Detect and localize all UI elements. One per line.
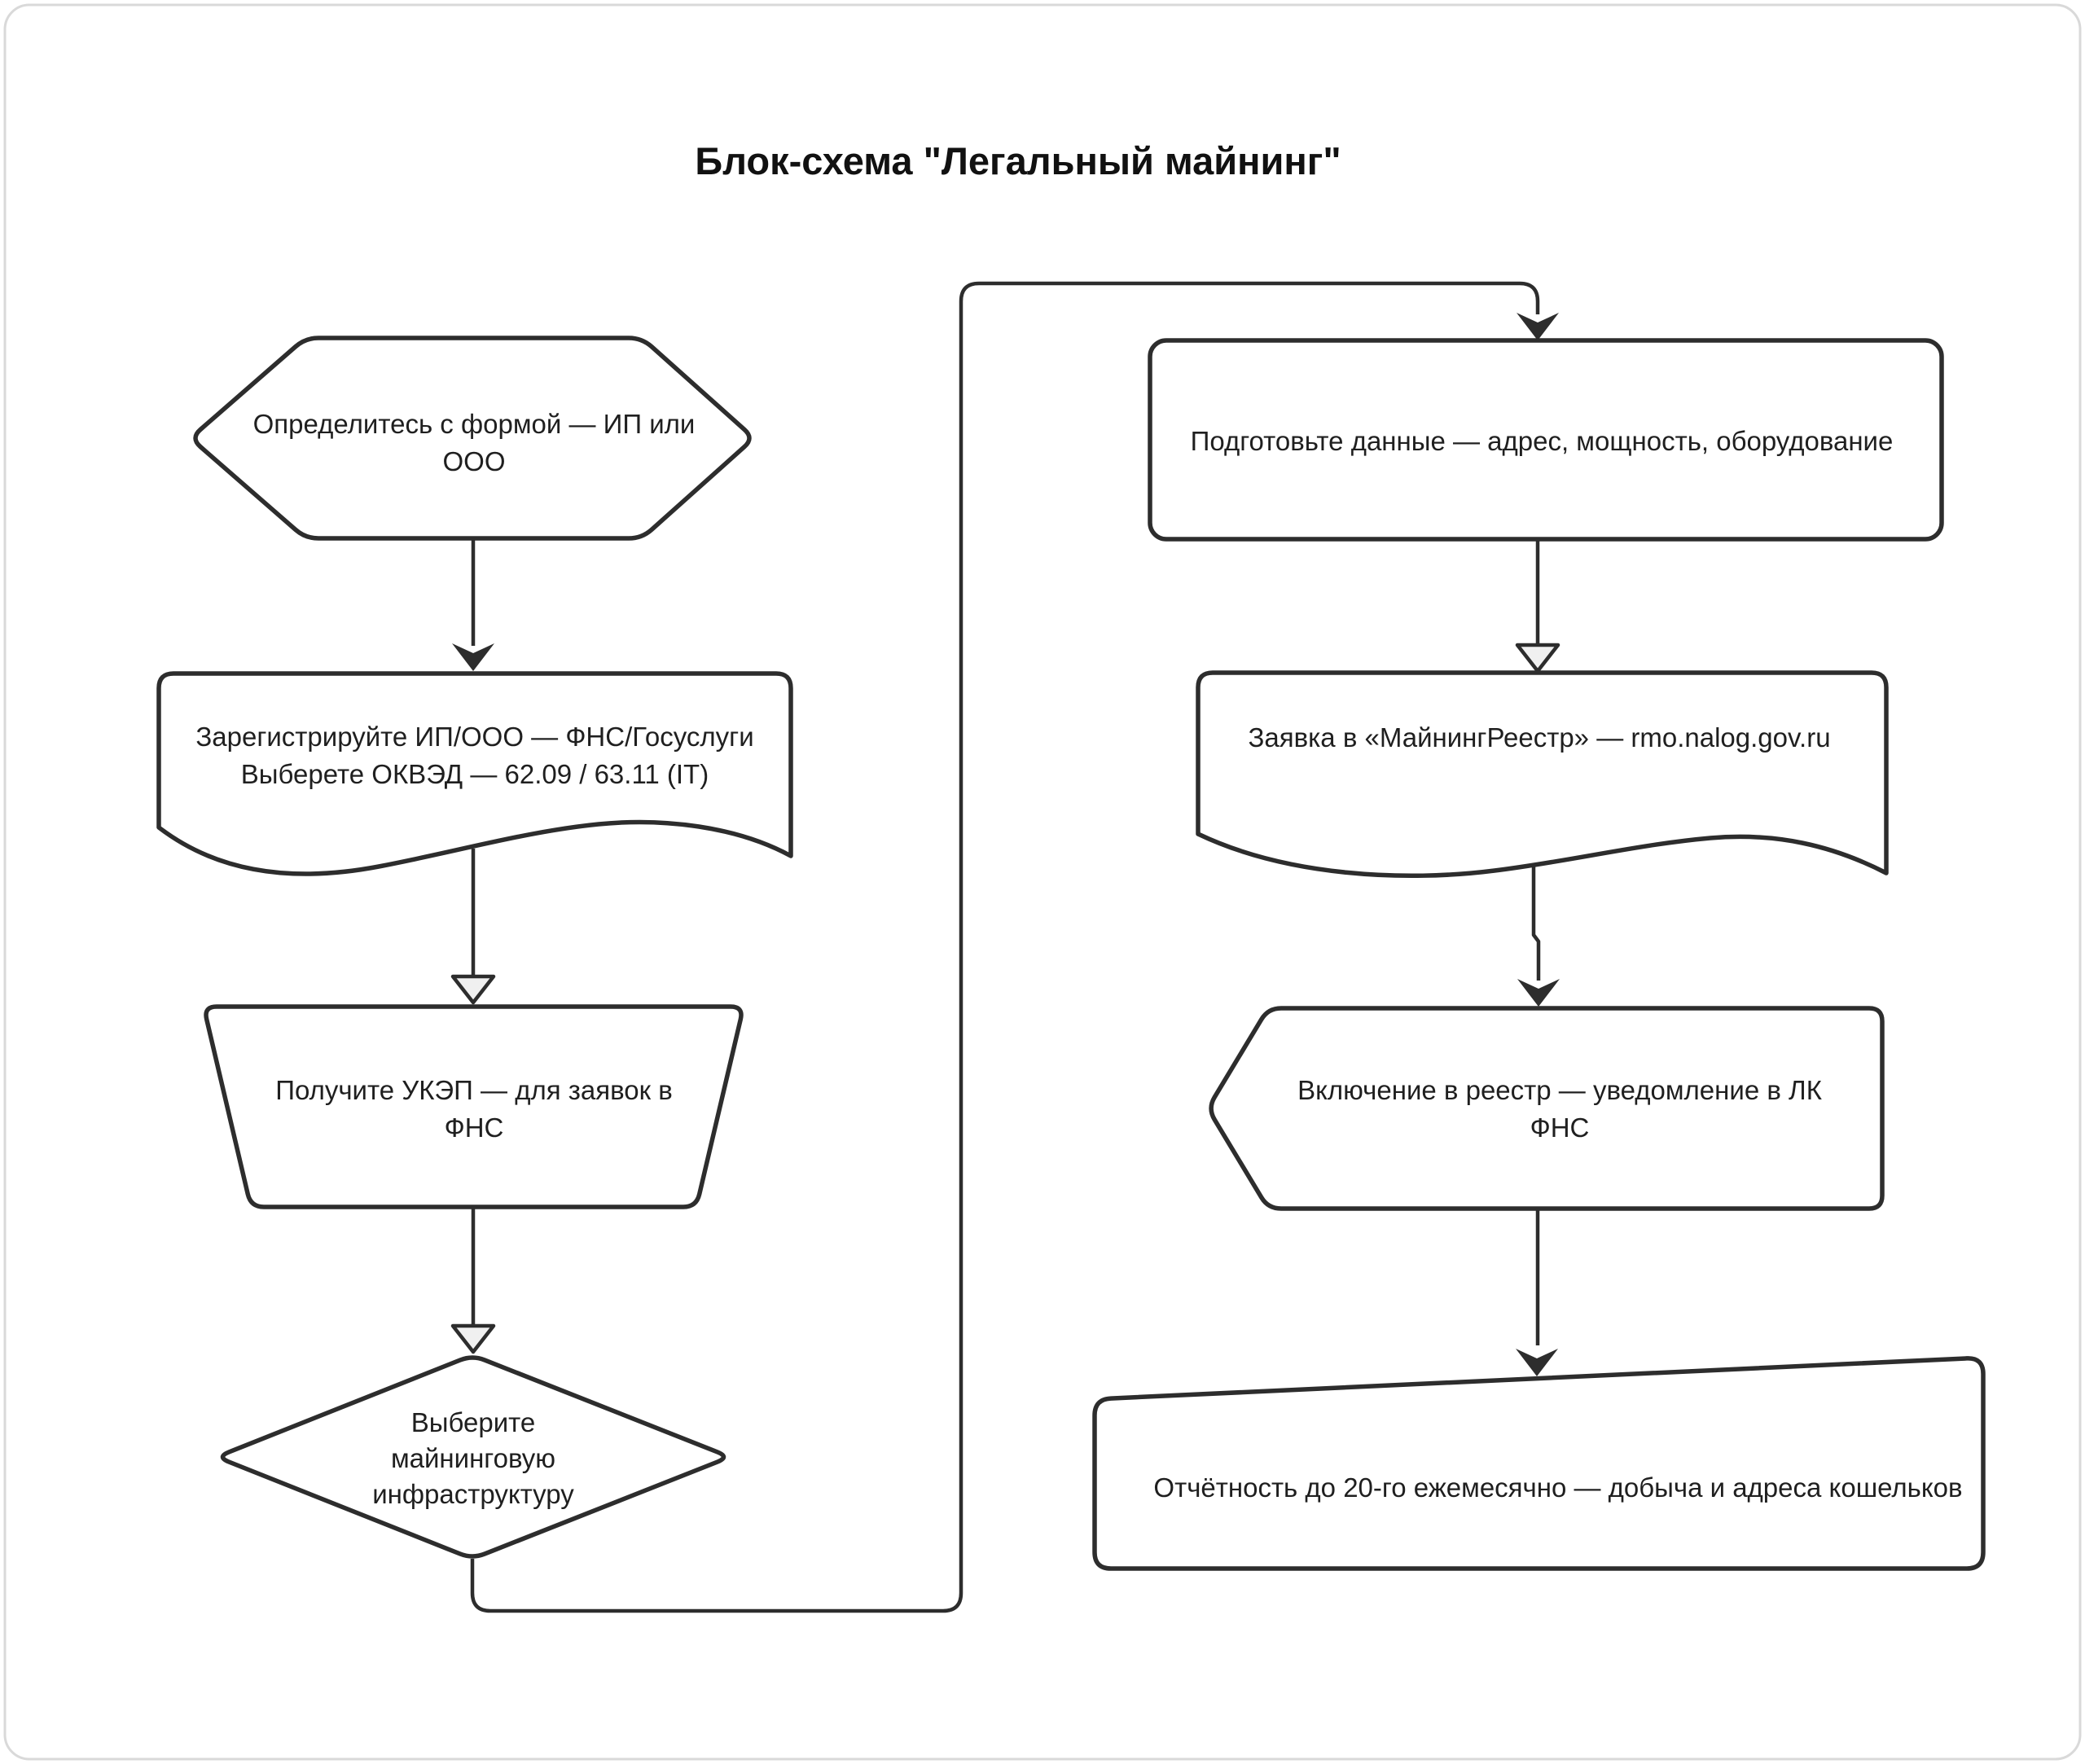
node-text: Выберите — [411, 1407, 536, 1437]
node-prepare-data: Подготовьте данные — адрес, мощность, об… — [1148, 338, 1944, 542]
node-infrastructure: Выберите майнинговую инфраструктуру — [220, 1355, 726, 1559]
decision-diamond-shape — [220, 1355, 726, 1559]
arrow-down-filled-icon — [452, 643, 494, 671]
node-text: ООО — [442, 446, 505, 476]
node-text: ФНС — [445, 1112, 504, 1143]
node-registry-inclusion: Включение в реестр — уведомление в ЛК ФН… — [1209, 1006, 1885, 1211]
arrow-down-hollow-icon — [450, 974, 496, 1005]
display-shape — [1209, 1006, 1885, 1211]
connector-registryrequest-inclusion — [1531, 855, 1541, 981]
arrow-down-filled-icon — [1516, 1349, 1558, 1376]
node-text: Зарегистрируйте ИП/ООО — ФНС/Госуслуги — [195, 722, 753, 752]
rounded-rectangle-shape — [1148, 338, 1944, 542]
node-text: инфраструктуру — [372, 1479, 574, 1509]
node-text: Заявка в «МайнингРеестр» — rmo.nalog.gov… — [1248, 722, 1830, 753]
node-text: Выберете ОКВЭД — 62.09 / 63.11 (IT) — [241, 759, 709, 789]
arrow-down-hollow-icon — [450, 1323, 496, 1354]
node-ukep: Получите УКЭП — для заявок в ФНС — [204, 1004, 744, 1209]
node-text: Подготовьте данные — адрес, мощность, об… — [1191, 426, 1894, 456]
arrow-down-filled-icon — [1517, 313, 1559, 340]
trapezoid-shape — [204, 1004, 744, 1209]
node-register: Зарегистрируйте ИП/ООО — ФНС/Госуслуги В… — [156, 671, 793, 876]
arrow-down-hollow-icon — [1515, 643, 1560, 674]
arrow-down-filled-icon — [1517, 979, 1560, 1007]
node-text: ФНС — [1530, 1112, 1590, 1143]
node-reporting: Отчётность до 20-го ежемесячно — добыча … — [1092, 1356, 1986, 1571]
node-text: Получите УКЭП — для заявок в — [275, 1075, 673, 1105]
node-text: майнинговую — [391, 1443, 555, 1473]
node-text: Отчётность до 20-го ежемесячно — добыча … — [1153, 1472, 1962, 1503]
document-shape — [1196, 670, 1889, 879]
document-shape — [156, 671, 793, 876]
node-text: Определитесь с формой — ИП или — [253, 409, 696, 439]
card-shape — [1092, 1356, 1986, 1571]
node-choose-form: Определитесь с формой — ИП или ООО — [193, 336, 752, 541]
node-registry-request: Заявка в «МайнингРеестр» — rmo.nalog.gov… — [1196, 670, 1889, 879]
hexagon-shape — [193, 336, 752, 541]
canvas-frame-border — [3, 3, 2082, 1761]
diagram-title: Блок-схема "Легальный майнинг" — [695, 139, 1341, 182]
node-text: Включение в реестр — уведомление в ЛК — [1297, 1075, 1823, 1105]
connector-infrastructure-preparedata — [470, 281, 1540, 1613]
